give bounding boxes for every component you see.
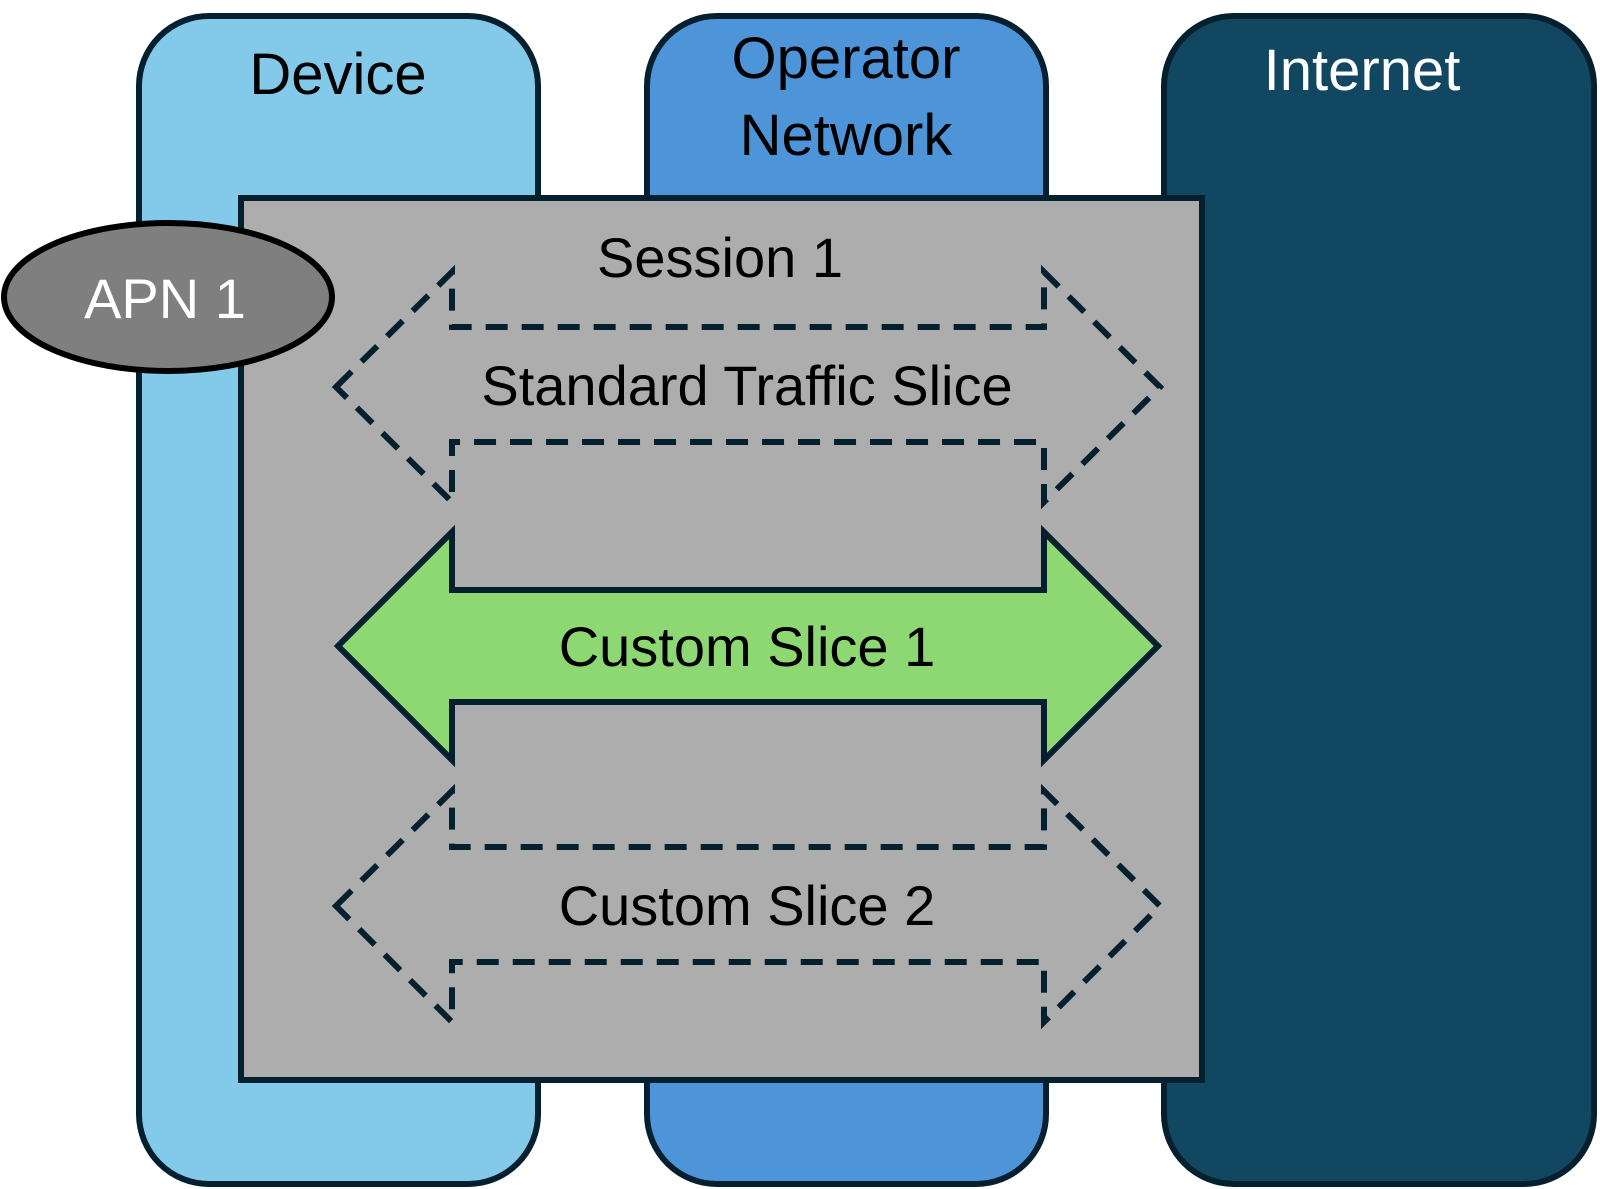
custom-slice-2-label: Custom Slice 2: [559, 874, 936, 937]
internet-label: Internet: [1264, 38, 1461, 103]
custom-slice-1-arrow: [333, 524, 1163, 768]
apn-ellipse: [1, 220, 335, 374]
standard-traffic-slice-label: Standard Traffic Slice: [481, 354, 1012, 417]
operator-label-line2: Network: [740, 103, 954, 168]
custom-slice-1-label: Custom Slice 1: [559, 615, 936, 678]
apn-label: APN 1: [84, 267, 246, 330]
operator-label-line1: Operator: [732, 26, 961, 91]
device-label: Device: [249, 42, 426, 107]
standard-traffic-slice-arrow: [331, 264, 1165, 510]
session-label: Session 1: [597, 226, 843, 289]
internet-column: [1161, 13, 1597, 1187]
custom-slice-2-arrow: [331, 783, 1165, 1030]
